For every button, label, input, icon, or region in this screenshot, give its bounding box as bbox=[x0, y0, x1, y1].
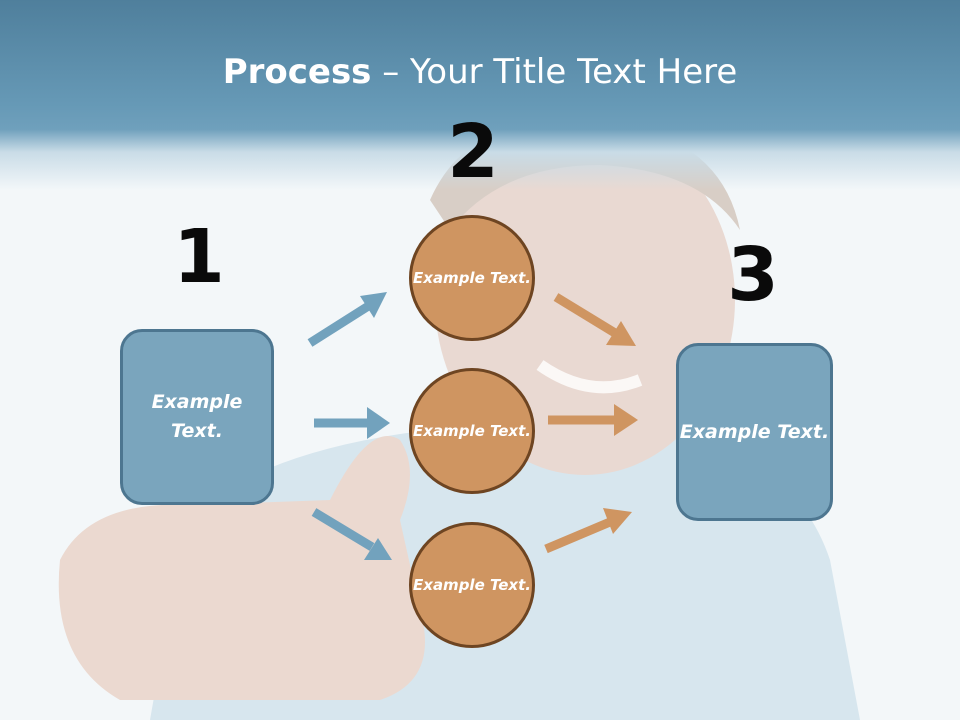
step-1-text: Example Text. bbox=[151, 391, 243, 442]
orange-arrow-bottom bbox=[544, 508, 632, 554]
step-2-circle-bottom: Example Text. bbox=[409, 522, 535, 648]
blue-arrow-down bbox=[311, 508, 392, 560]
slide-title: Process – Your Title Text Here bbox=[0, 52, 960, 92]
orange-arrow-middle bbox=[548, 404, 638, 436]
circle-text-top: Example Text. bbox=[413, 268, 531, 287]
step-number-3: 3 bbox=[727, 232, 779, 318]
circle-text-bottom: Example Text. bbox=[413, 575, 531, 594]
orange-arrow-top bbox=[553, 293, 636, 346]
step-2-circle-middle: Example Text. bbox=[409, 368, 535, 494]
step-number-1: 1 bbox=[173, 214, 225, 300]
step-3-box: Example Text. bbox=[676, 343, 833, 521]
step-2-circle-top: Example Text. bbox=[409, 215, 535, 341]
title-bold: Process bbox=[222, 52, 372, 92]
blue-arrow-up bbox=[307, 292, 387, 347]
step-1-box: Example Text. bbox=[120, 329, 274, 505]
step-3-text: Example Text. bbox=[679, 420, 830, 443]
title-rest: – Your Title Text Here bbox=[371, 52, 738, 92]
blue-arrow-middle bbox=[314, 407, 390, 439]
step-number-2: 2 bbox=[447, 109, 499, 195]
title-bar bbox=[0, 0, 960, 190]
circle-text-middle: Example Text. bbox=[413, 421, 531, 440]
